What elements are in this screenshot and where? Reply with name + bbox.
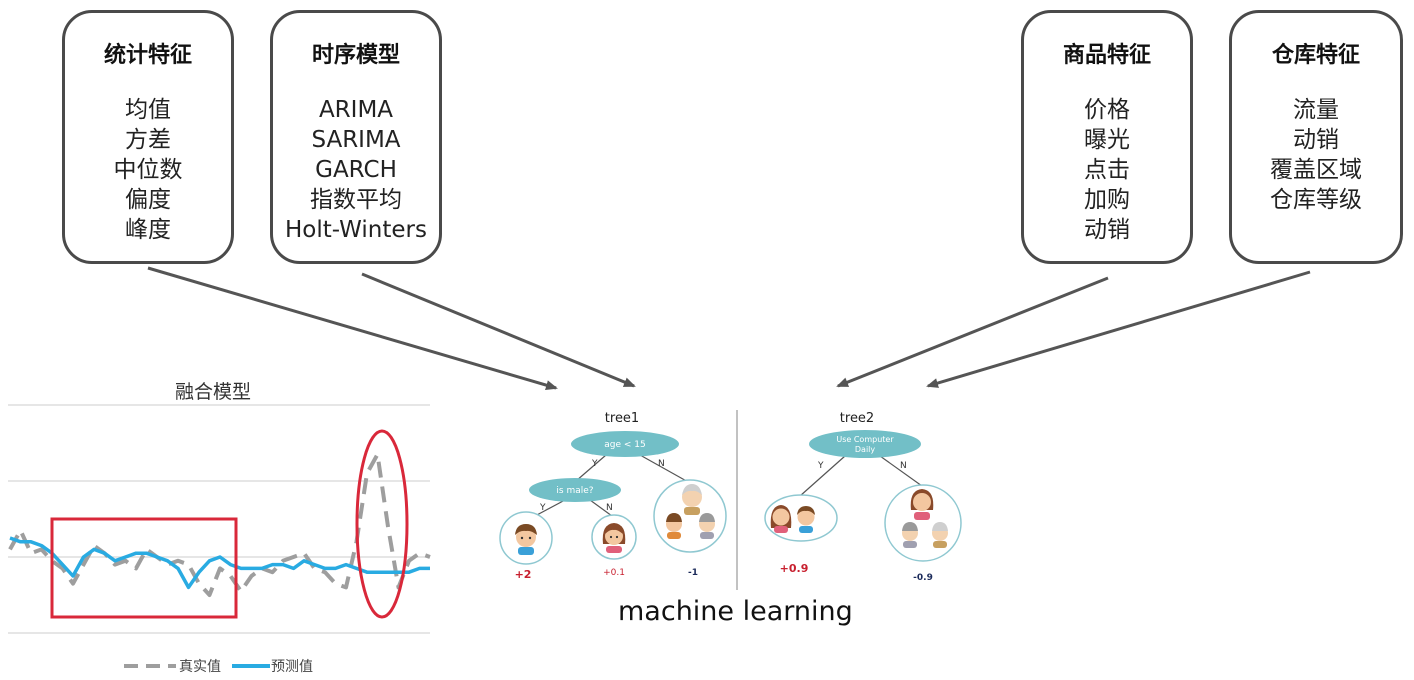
box-title: 商品特征 <box>1062 43 1151 68</box>
box-title: 时序模型 <box>311 43 400 68</box>
tree-node-root-label: Daily <box>855 445 876 454</box>
box-item: ARIMA <box>318 97 394 123</box>
fusion-chart: 真实值 预测值 <box>8 404 431 675</box>
legend-actual-label: 真实值 <box>179 659 221 675</box>
family-icon <box>902 489 948 548</box>
arrow-product <box>836 276 1109 388</box>
flow-arrows <box>147 266 1311 390</box>
fusion-chart-title: 融合模型 <box>175 381 252 403</box>
tree-edge <box>589 499 613 517</box>
tree-node-child-label: is male? <box>556 486 593 496</box>
tree-edge <box>639 454 691 484</box>
box-item: 加购 <box>1084 187 1130 213</box>
arrow-timeseries <box>361 272 636 388</box>
tree-node-root-label: age < 15 <box>604 440 645 450</box>
box-title: 统计特征 <box>103 43 192 68</box>
tree-node-root-label: Use Computer <box>836 435 894 444</box>
highlight-box <box>50 517 238 619</box>
feature-box-timeseries: 时序模型 ARIMA SARIMA GARCH 指数平均 Holt-Winter… <box>270 10 442 264</box>
box-item: 价格 <box>1084 97 1130 123</box>
edge-yes-label: Y <box>817 461 824 471</box>
leaf-value: -0.9 <box>913 573 933 583</box>
highlight-ellipse <box>355 429 409 619</box>
grandparents-icon <box>666 484 715 539</box>
machine-learning-label: machine learning <box>618 596 853 627</box>
arrow-stats <box>147 266 558 390</box>
box-item: 方差 <box>125 127 171 153</box>
legend-predicted-label: 预测值 <box>271 659 313 675</box>
leaf-value: +0.1 <box>603 568 625 578</box>
tree1-title: tree1 <box>605 411 639 426</box>
tree-edge <box>534 499 566 517</box>
box-item: 偏度 <box>125 187 171 213</box>
tree-2: tree2 Y N Use Computer Daily +0.9 <box>764 411 962 583</box>
tree-edge <box>799 455 846 497</box>
box-item: 中位数 <box>113 157 183 183</box>
tree-node-root <box>809 430 921 458</box>
edge-no-label: N <box>658 459 665 469</box>
edge-yes-label: Y <box>591 459 598 469</box>
feature-box-stats: 统计特征 均值 方差 中位数 偏度 峰度 <box>62 10 234 264</box>
box-item: GARCH <box>315 157 397 183</box>
girl-icon <box>602 523 626 553</box>
box-item: SARIMA <box>311 127 401 153</box>
leaf-value: -1 <box>688 568 698 578</box>
box-item: 曝光 <box>1084 127 1130 153</box>
edge-no-label: N <box>900 461 907 471</box>
box-item: Holt-Winters <box>285 217 427 243</box>
edge-yes-label: Y <box>539 503 546 513</box>
feature-box-product: 商品特征 价格 曝光 点击 加购 动销 <box>1021 10 1193 264</box>
kids-icon <box>770 505 815 533</box>
leaf-value: +2 <box>515 568 532 581</box>
box-item: 覆盖区域 <box>1270 157 1362 183</box>
box-item: 峰度 <box>125 217 171 243</box>
tree-node-child <box>529 478 621 502</box>
arrow-warehouse <box>926 270 1311 388</box>
box-item: 动销 <box>1293 127 1339 153</box>
box-item: 指数平均 <box>310 187 402 213</box>
tree-edge <box>879 455 923 487</box>
tree-edge <box>575 454 607 482</box>
series-line-actual <box>8 452 431 597</box>
feature-box-warehouse: 仓库特征 流量 动销 覆盖区域 仓库等级 <box>1229 10 1403 264</box>
tree2-title: tree2 <box>840 411 874 426</box>
boy-icon <box>515 524 537 555</box>
edge-no-label: N <box>606 503 613 513</box>
leaf-value: +0.9 <box>780 562 809 575</box>
box-item: 均值 <box>125 97 171 123</box>
box-item: 点击 <box>1084 157 1130 183</box>
box-item: 仓库等级 <box>1270 187 1362 213</box>
box-title: 仓库特征 <box>1271 43 1360 68</box>
tree-node-root <box>571 431 679 457</box>
box-item: 流量 <box>1293 97 1339 123</box>
box-item: 动销 <box>1084 217 1130 243</box>
tree-1: tree1 Y N age < 15 Y N is male? +2 <box>499 411 727 581</box>
